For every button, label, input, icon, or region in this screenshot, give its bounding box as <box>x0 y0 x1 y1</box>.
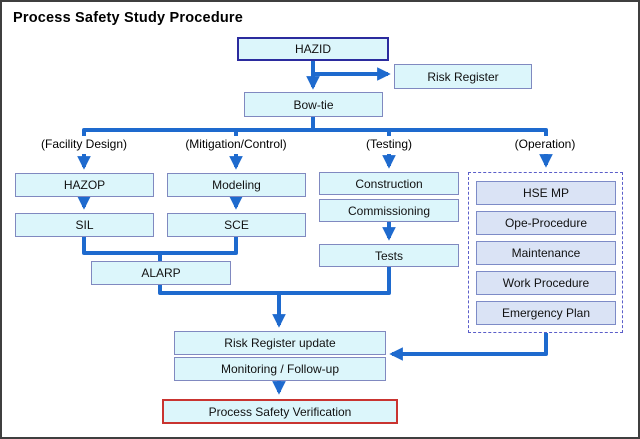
connector-bus-line <box>82 128 548 136</box>
node-work-procedure: Work Procedure <box>476 271 616 295</box>
node-construction: Construction <box>319 172 459 195</box>
page-title: Process Safety Study Procedure <box>13 10 244 26</box>
node-modeling: Modeling <box>167 173 306 197</box>
node-risk-register: Risk Register <box>394 64 532 89</box>
node-process-safety-verification: Process Safety Verification <box>162 399 398 424</box>
node-commissioning: Commissioning <box>319 199 459 222</box>
node-bowtie: Bow-tie <box>244 92 383 117</box>
node-monitoring-follow-up: Monitoring / Follow-up <box>174 357 386 381</box>
node-sil: SIL <box>15 213 154 237</box>
node-risk-register-update: Risk Register update <box>174 331 386 355</box>
node-maintenance: Maintenance <box>476 241 616 265</box>
column-label-mitigation-control: (Mitigation/Control) <box>185 137 287 151</box>
node-tests: Tests <box>319 244 459 267</box>
connector-sil-sce-merge-to-alarp <box>82 237 238 262</box>
column-label-facility-design: (Facility Design) <box>40 137 128 151</box>
node-hse-mp: HSE MP <box>476 181 616 205</box>
node-hazop: HAZOP <box>15 173 154 197</box>
operation-dashed-group <box>468 172 623 333</box>
node-alarp: ALARP <box>91 261 231 285</box>
node-ope-procedure: Ope-Procedure <box>476 211 616 235</box>
node-emergency-plan: Emergency Plan <box>476 301 616 325</box>
node-hazid: HAZID <box>237 37 389 61</box>
node-sce: SCE <box>167 213 306 237</box>
connector-operation-to-risk-register-update <box>389 333 548 361</box>
column-label-operation: (Operation) <box>514 137 576 151</box>
column-label-testing: (Testing) <box>365 137 413 151</box>
